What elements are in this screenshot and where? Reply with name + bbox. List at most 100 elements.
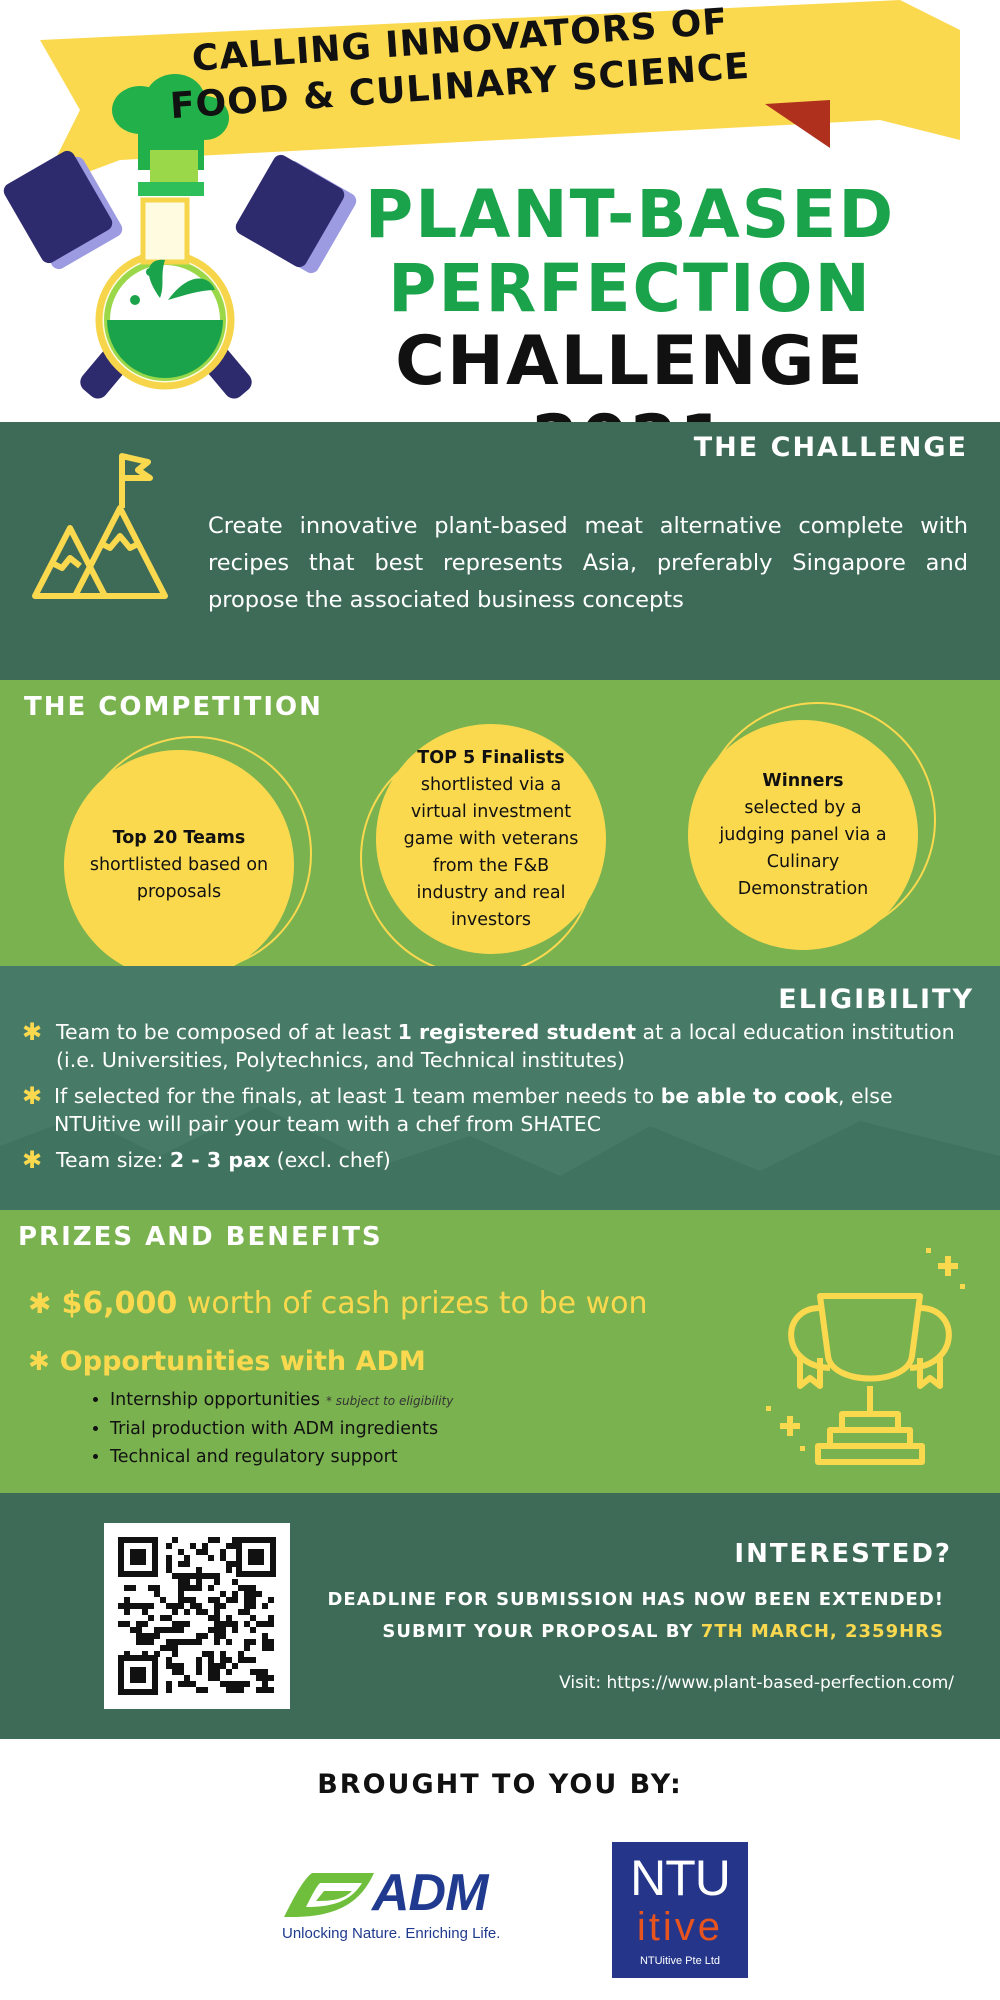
ntu-wordmark: NTU <box>630 1850 731 1906</box>
qr-module <box>184 1621 190 1627</box>
qr-code-graphic <box>118 1537 276 1695</box>
qr-module <box>202 1543 208 1549</box>
cash-amount: $6,000 <box>61 1286 178 1321</box>
qr-code-icon[interactable] <box>104 1523 290 1709</box>
star-icon: ✱ <box>22 1018 43 1046</box>
qr-module <box>166 1645 172 1651</box>
qr-module <box>136 1603 142 1609</box>
qr-module <box>124 1651 130 1657</box>
qr-module <box>226 1621 232 1627</box>
qr-module <box>208 1657 214 1663</box>
qr-module <box>256 1591 262 1597</box>
qr-module <box>184 1561 190 1567</box>
qr-module <box>160 1615 166 1621</box>
qr-module <box>130 1603 136 1609</box>
qr-module <box>196 1657 202 1663</box>
prize-list: Internship opportunities* subject to eli… <box>110 1386 453 1471</box>
elig-text: (excl. chef) <box>270 1148 391 1172</box>
qr-module <box>172 1627 178 1633</box>
visit-link[interactable]: Visit: https://www.plant-based-perfectio… <box>559 1673 954 1693</box>
qr-module <box>154 1585 160 1591</box>
qr-module <box>136 1621 142 1627</box>
elig-text: , else NTUitive will pair your team with… <box>54 1084 893 1136</box>
qr-module <box>220 1681 226 1687</box>
qr-module <box>220 1651 226 1657</box>
qr-module <box>232 1561 238 1567</box>
qr-module <box>130 1585 136 1591</box>
star-icon: ✱ <box>22 1082 43 1110</box>
qr-module <box>256 1675 262 1681</box>
qr-module <box>142 1603 148 1609</box>
qr-module <box>214 1603 220 1609</box>
qr-module <box>172 1573 178 1579</box>
qr-module <box>262 1633 268 1639</box>
stage-heading: Winners <box>762 770 844 791</box>
qr-module <box>208 1585 214 1591</box>
title-line-3: CHALLENGE 2021 <box>395 322 865 422</box>
list-item: Technical and regulatory support <box>110 1443 453 1471</box>
qr-module <box>238 1585 244 1591</box>
qr-module <box>244 1609 250 1615</box>
prize-opportunities: ✱Opportunities with ADM <box>28 1346 426 1377</box>
stage-winners: Winners selected by a judging panel via … <box>688 720 918 950</box>
qr-module <box>250 1603 256 1609</box>
header: CALLING INNOVATORS OF FOOD & CULINARY SC… <box>0 0 1000 422</box>
qr-module <box>166 1687 172 1693</box>
qr-module <box>262 1645 268 1651</box>
qr-module <box>244 1639 250 1645</box>
qr-module <box>166 1657 172 1663</box>
qr-module <box>196 1579 202 1585</box>
qr-module <box>250 1597 256 1603</box>
qr-module <box>178 1627 184 1633</box>
qr-module <box>250 1639 256 1645</box>
qr-module <box>232 1681 238 1687</box>
qr-module <box>256 1621 262 1627</box>
qr-module <box>178 1681 184 1687</box>
qr-module <box>232 1579 238 1585</box>
qr-module <box>220 1657 226 1663</box>
qr-module <box>166 1543 172 1549</box>
qr-module <box>154 1651 160 1657</box>
qr-module <box>190 1639 196 1645</box>
qr-module <box>184 1675 190 1681</box>
qr-module <box>178 1669 184 1675</box>
challenge-title: THE CHALLENGE <box>693 432 968 463</box>
qr-module <box>208 1627 214 1633</box>
qr-module <box>262 1669 268 1675</box>
qr-module <box>124 1609 130 1615</box>
qr-module <box>214 1627 220 1633</box>
qr-module <box>214 1639 220 1645</box>
qr-module <box>166 1567 172 1573</box>
stage-heading: TOP 5 Finalists <box>417 747 565 768</box>
qr-module <box>136 1627 142 1633</box>
ntuitive-company-name: NTUitive Pte Ltd <box>639 1955 721 1967</box>
adm-tagline: Unlocking Nature. Enriching Life. <box>282 1925 501 1942</box>
qr-module <box>226 1681 232 1687</box>
qr-module <box>142 1621 148 1627</box>
qr-module <box>184 1585 190 1591</box>
adm-logo: ADM Unlocking Nature. Enriching Life. <box>282 1861 532 1942</box>
qr-module <box>208 1675 214 1681</box>
qr-module <box>148 1633 154 1639</box>
qr-module <box>124 1597 130 1603</box>
qr-module <box>160 1597 166 1603</box>
chef-flask-icon <box>95 74 235 390</box>
qr-module <box>184 1639 190 1645</box>
qr-module <box>244 1597 250 1603</box>
qr-module <box>124 1603 130 1609</box>
qr-module <box>226 1669 232 1675</box>
qr-module <box>208 1597 214 1603</box>
qr-module <box>244 1591 250 1597</box>
trophy-icon <box>766 1248 965 1465</box>
qr-module <box>220 1555 226 1561</box>
qr-module <box>250 1627 256 1633</box>
qr-module <box>214 1609 220 1615</box>
qr-module <box>202 1609 208 1615</box>
qr-module <box>172 1645 178 1651</box>
qr-module <box>142 1651 148 1657</box>
qr-module <box>196 1663 202 1669</box>
elig-bold: 2 - 3 pax <box>169 1148 271 1172</box>
qr-module <box>178 1603 184 1609</box>
qr-module <box>172 1663 178 1669</box>
eligibility-title: ELIGIBILITY <box>778 984 974 1015</box>
